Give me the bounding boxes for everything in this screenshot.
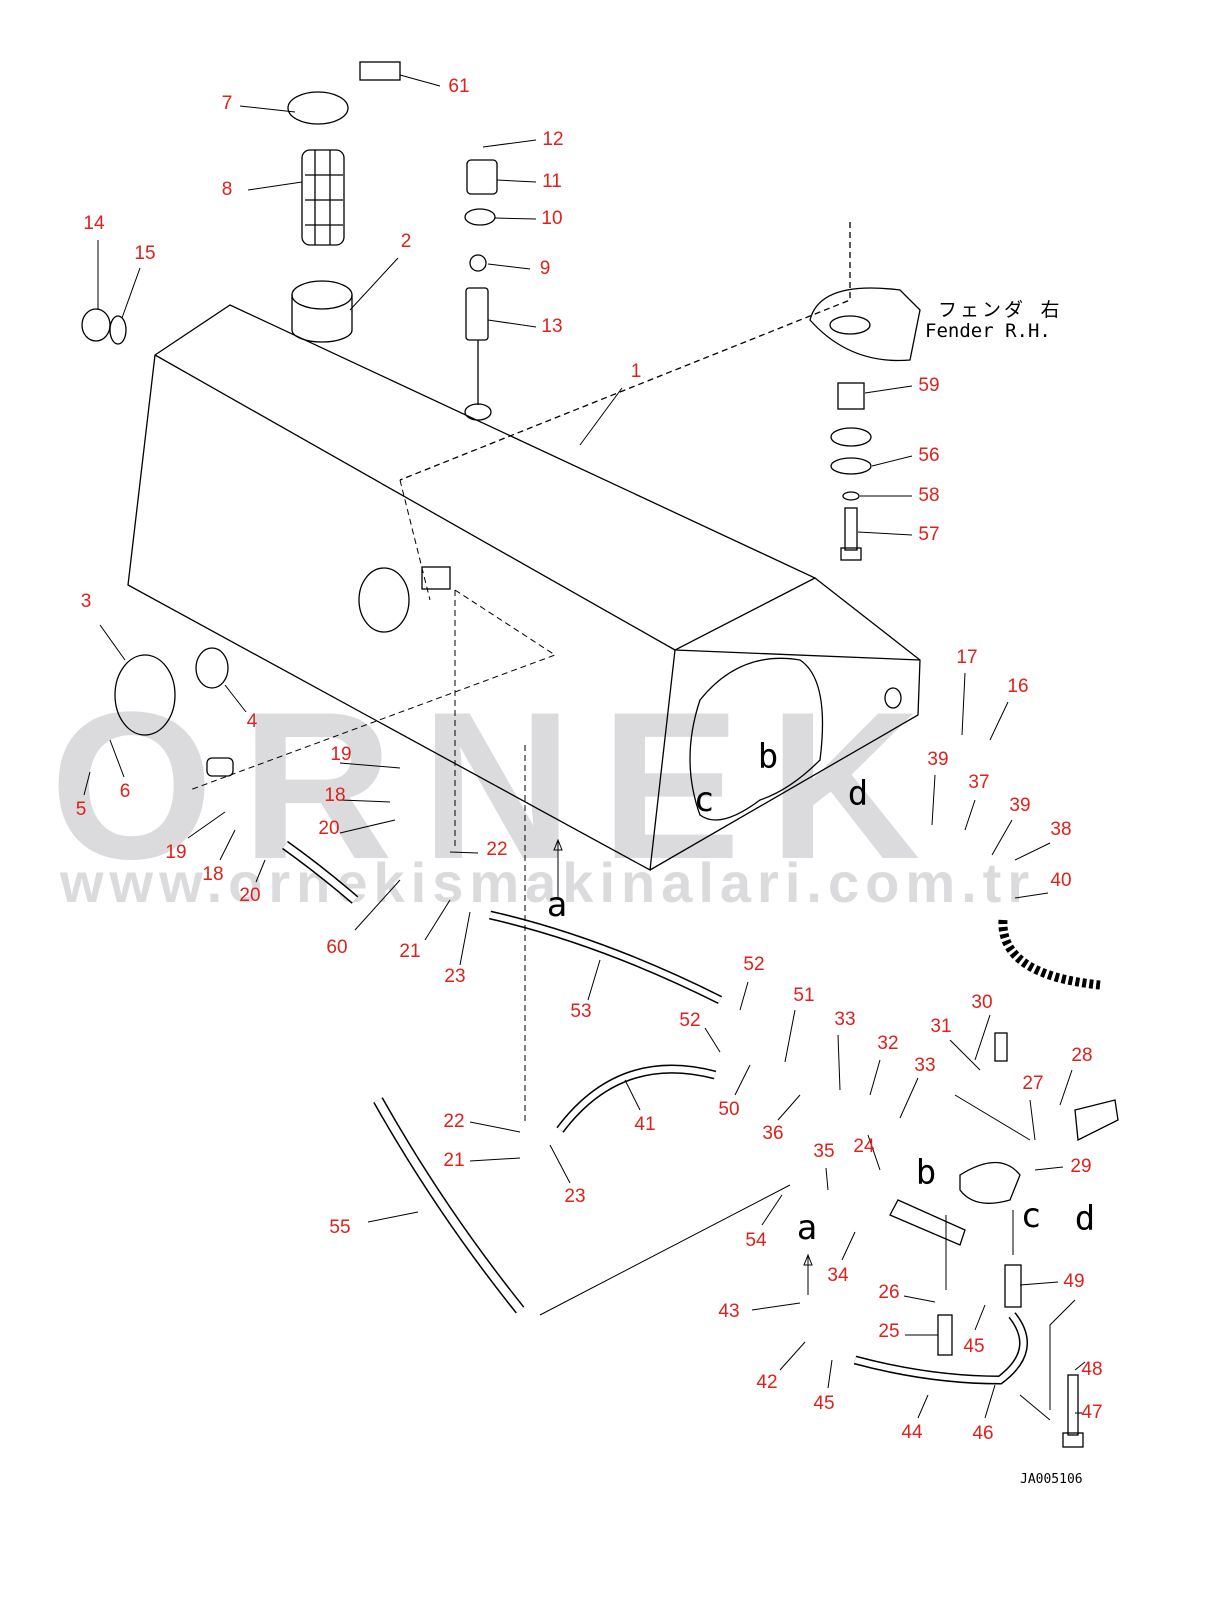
callout-23: 23	[444, 966, 466, 987]
fender-label-japanese: フェンダ 右	[938, 299, 1063, 321]
callout-45: 45	[813, 1393, 835, 1414]
callout-37: 37	[968, 772, 990, 793]
callout-7: 7	[221, 93, 233, 114]
callout-41: 41	[634, 1114, 656, 1135]
view-arrow-label-c: c	[693, 780, 715, 820]
view-arrow-label-a: a	[546, 885, 568, 925]
callout-19: 19	[165, 842, 187, 863]
callout-39: 39	[927, 749, 949, 770]
callout-28: 28	[1071, 1045, 1093, 1066]
callout-48: 48	[1081, 1359, 1103, 1380]
callout-15: 15	[134, 243, 156, 264]
callout-43: 43	[718, 1301, 740, 1322]
fuel-tank	[127, 304, 921, 872]
callout-57: 57	[918, 524, 940, 545]
callout-49: 49	[1063, 1271, 1085, 1292]
callout-60: 60	[326, 937, 348, 958]
callout-20: 20	[318, 818, 340, 839]
drawing-code: JA005106	[1020, 1472, 1083, 1487]
watermark-logo: ORNEK	[50, 668, 949, 903]
view-arrow-label-b: b	[915, 1153, 937, 1193]
callout-54: 54	[745, 1230, 767, 1251]
callout-1: 1	[630, 361, 642, 382]
callout-52: 52	[679, 1010, 701, 1031]
callout-59: 59	[918, 375, 940, 396]
callout-20: 20	[239, 885, 261, 906]
callout-42: 42	[756, 1372, 778, 1393]
callout-13: 13	[541, 316, 563, 337]
view-arrow-label-c: c	[1020, 1196, 1042, 1236]
callout-12: 12	[542, 129, 564, 150]
callout-2: 2	[400, 231, 412, 252]
callout-17: 17	[956, 647, 978, 668]
callout-16: 16	[1007, 676, 1029, 697]
watermark-url: www.ornekismakinalari.com.tr	[60, 851, 1036, 914]
callout-5: 5	[75, 799, 87, 820]
callout-21: 21	[443, 1150, 465, 1171]
callout-51: 51	[793, 985, 815, 1006]
callout-34: 34	[827, 1265, 849, 1286]
callout-23: 23	[564, 1186, 586, 1207]
callout-18: 18	[324, 785, 346, 806]
callout-14: 14	[83, 213, 105, 234]
callout-33: 33	[834, 1009, 856, 1030]
view-arrow-label-d: d	[847, 774, 869, 814]
callout-52: 52	[743, 954, 765, 975]
callout-4: 4	[246, 711, 258, 732]
callout-25: 25	[878, 1321, 900, 1342]
fender-label-english: Fender R.H.	[925, 320, 1051, 342]
callout-33: 33	[914, 1055, 936, 1076]
callout-46: 46	[972, 1423, 994, 1444]
callout-8: 8	[221, 179, 233, 200]
callout-45: 45	[963, 1336, 985, 1357]
callout-18: 18	[202, 864, 224, 885]
callout-44: 44	[901, 1422, 923, 1443]
callout-50: 50	[718, 1099, 740, 1120]
callout-35: 35	[813, 1141, 835, 1162]
callout-22: 22	[486, 839, 508, 860]
callout-9: 9	[539, 258, 551, 279]
callout-61: 61	[448, 76, 470, 97]
callout-24: 24	[853, 1136, 875, 1157]
callout-6: 6	[119, 781, 131, 802]
callout-21: 21	[399, 941, 421, 962]
callout-19: 19	[330, 744, 352, 765]
callout-39: 39	[1009, 795, 1031, 816]
view-arrow-label-d: d	[1074, 1199, 1096, 1239]
callout-30: 30	[971, 992, 993, 1013]
callout-22: 22	[443, 1111, 465, 1132]
callout-58: 58	[918, 485, 940, 506]
callout-29: 29	[1070, 1156, 1092, 1177]
callout-26: 26	[878, 1282, 900, 1303]
callout-32: 32	[877, 1033, 899, 1054]
callout-3: 3	[80, 591, 92, 612]
callout-36: 36	[762, 1123, 784, 1144]
callout-11: 11	[542, 171, 562, 192]
view-arrow-label-a: a	[796, 1208, 818, 1248]
callout-56: 56	[918, 445, 940, 466]
callout-10: 10	[541, 208, 563, 229]
callout-31: 31	[930, 1016, 952, 1037]
callout-55: 55	[329, 1217, 351, 1238]
callout-27: 27	[1022, 1073, 1044, 1094]
callout-47: 47	[1081, 1402, 1103, 1423]
view-arrow-label-b: b	[757, 737, 779, 777]
callout-53: 53	[570, 1001, 592, 1022]
callout-40: 40	[1050, 870, 1072, 891]
callout-38: 38	[1050, 819, 1072, 840]
